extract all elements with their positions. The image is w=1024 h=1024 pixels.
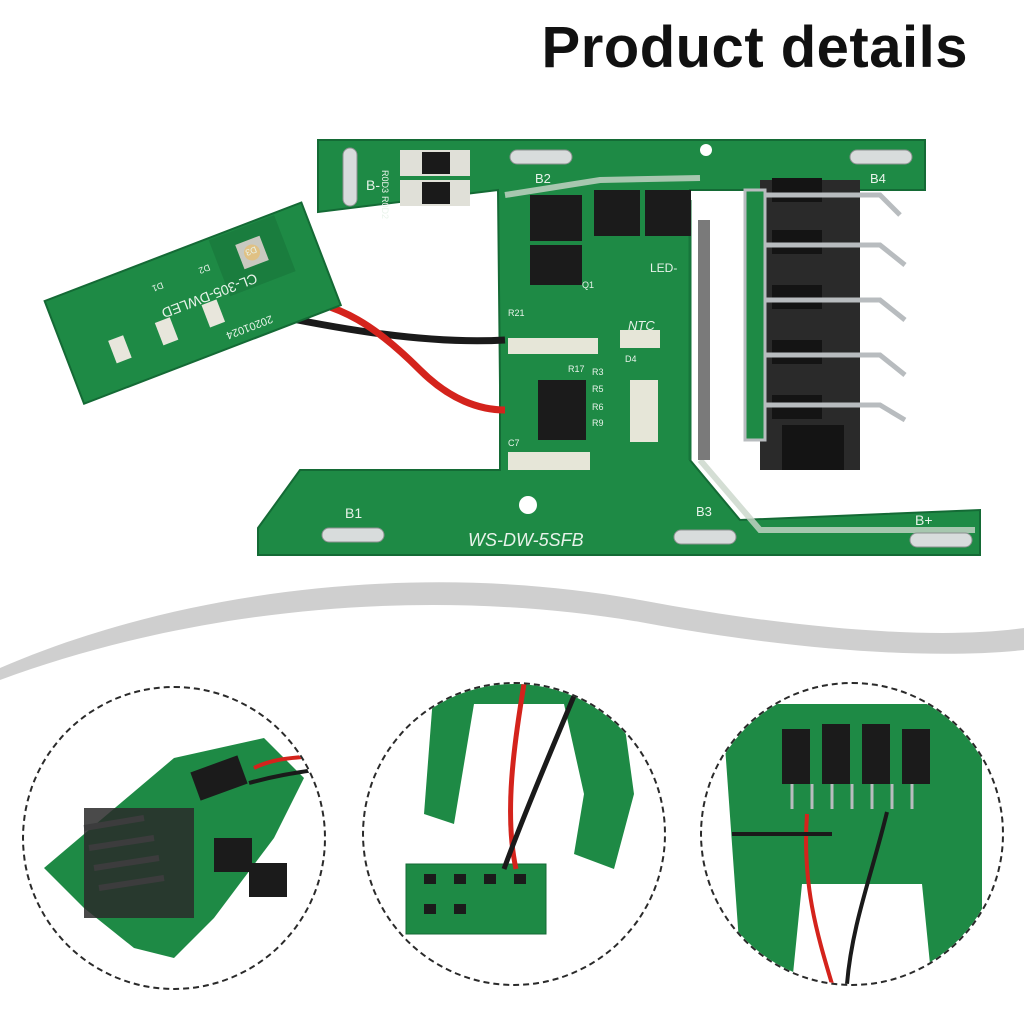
pad-label-b2: B2 bbox=[535, 171, 551, 186]
component-label-c7: C7 bbox=[508, 438, 520, 448]
component-label-q1: Q1 bbox=[582, 280, 594, 290]
component-label-r6: R6 bbox=[592, 402, 604, 412]
led-minus-label: LED- bbox=[650, 261, 677, 275]
component-label-r9: R9 bbox=[592, 418, 604, 428]
led-board bbox=[43, 201, 343, 406]
pad-label-b1: B1 bbox=[345, 505, 362, 521]
component-label-r0d2: R0D2 bbox=[380, 196, 390, 219]
detail-view-angled bbox=[22, 686, 326, 990]
led-label-d3: D3 bbox=[244, 244, 258, 257]
mosfet-chips bbox=[530, 190, 691, 285]
board-model-label: WS-DW-5SFB bbox=[468, 530, 584, 550]
detail-view-led-board bbox=[362, 682, 666, 986]
controller-ic bbox=[538, 380, 586, 440]
ntc-label: NTC bbox=[628, 318, 655, 333]
component-label-r3: R3 bbox=[592, 367, 604, 377]
divider-swoosh bbox=[0, 582, 1024, 680]
page-title: Product details bbox=[541, 15, 968, 80]
component-label-r0d3: R0D3 bbox=[380, 170, 390, 193]
main-board-photo: WS-DW-5SFB B- B1 B2 B3 B4 B+ NTC LED- R2… bbox=[0, 139, 1024, 680]
component-label-r5: R5 bbox=[592, 384, 604, 394]
component-label-d4: D4 bbox=[625, 354, 637, 364]
component-label-r17: R17 bbox=[568, 364, 585, 374]
led-label-d2: D2 bbox=[197, 262, 211, 275]
pad-label-b4: B4 bbox=[870, 171, 886, 186]
component-label-r21: R21 bbox=[508, 308, 525, 318]
led-label-d1: D1 bbox=[151, 280, 165, 293]
pad-label-b-minus: B- bbox=[366, 177, 380, 193]
pad-label-b3: B3 bbox=[696, 504, 712, 519]
battery-connector bbox=[743, 178, 907, 470]
detail-view-back bbox=[700, 682, 1004, 986]
pad-label-b-plus: B+ bbox=[915, 512, 933, 528]
slot-pads bbox=[321, 147, 973, 548]
